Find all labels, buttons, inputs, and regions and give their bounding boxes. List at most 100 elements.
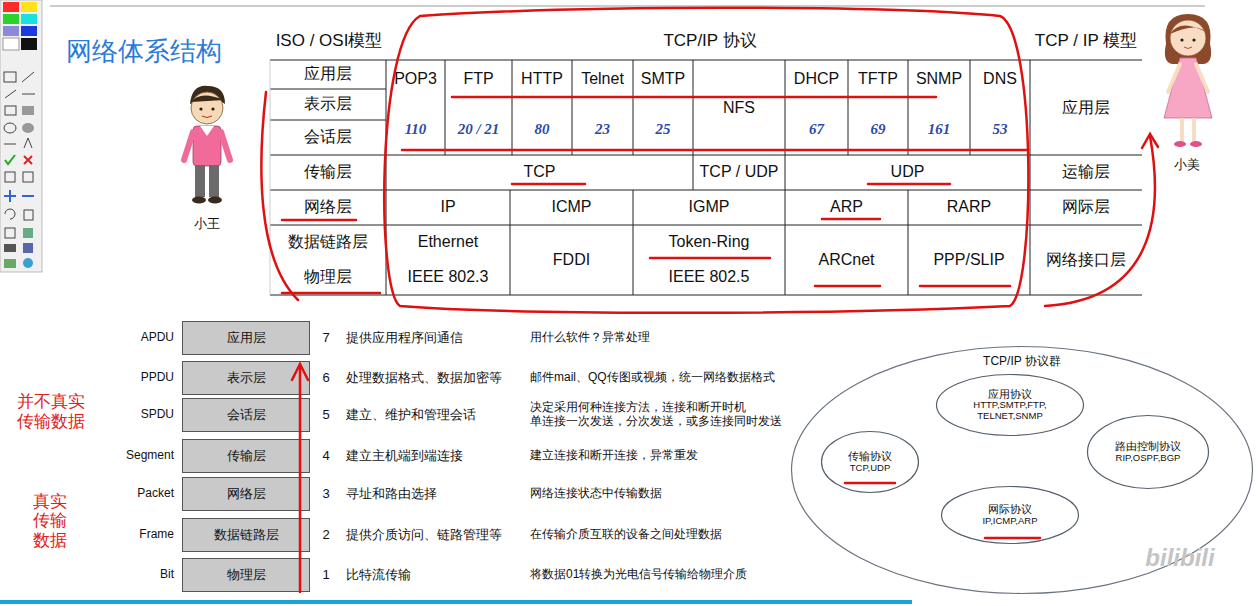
layer-function: 提供介质访问、链路管理等	[346, 523, 528, 547]
protocol-name: PPP/SLIP	[908, 225, 1030, 295]
pdu-name: Bit	[88, 563, 180, 587]
osi-layer: 会话层	[270, 120, 386, 155]
protocol-name: FTP	[445, 64, 512, 94]
protocol-name: Token-Ring	[633, 227, 785, 257]
layer-example: 网络连接状态中传输数据	[530, 476, 830, 512]
arrow-head	[1142, 134, 1158, 148]
layer-box: 表示层	[182, 361, 310, 395]
layer-number: 6	[314, 366, 338, 390]
node-body: HTTP,SMTP,FTP, TELNET,SNMP	[955, 400, 1065, 422]
underline	[920, 285, 1010, 288]
protocol-name: NFS	[693, 62, 785, 155]
ellipse-shape	[792, 347, 1253, 594]
underline	[985, 537, 1040, 540]
protocol-name: IP	[386, 190, 510, 225]
column-header: TCP/IP 协议	[600, 26, 820, 56]
protocol-name: Ethernet	[386, 227, 510, 257]
protocol-name: TCP	[386, 155, 693, 190]
layer-function: 处理数据格式、数据加密等	[346, 366, 528, 390]
layer-example: 用什么软件？异常处理	[530, 320, 830, 356]
node-body: IP,ICMP,ARP	[982, 516, 1037, 527]
ellipse-shape	[1088, 416, 1209, 489]
node-heading: 应用协议	[988, 388, 1032, 401]
protocol-name: RARP	[908, 190, 1030, 225]
layer-number: 5	[314, 403, 338, 427]
layer-example: 邮件mail、QQ传图或视频，统一网络数据格式	[530, 360, 830, 396]
protocol-name: SNMP	[908, 64, 970, 94]
pdu-name: PPDU	[88, 366, 180, 390]
protocol-group-ellipse: 路由控制协议RIP,OSPF,BGP	[1086, 414, 1210, 490]
column-header: TCP / IP 模型	[1030, 26, 1142, 56]
node-heading: 网际协议	[988, 503, 1032, 516]
protocol-name: TFTP	[848, 64, 908, 94]
node-heading: 数据链路层	[214, 528, 279, 543]
layer-function: 比特流传输	[346, 563, 528, 587]
underline	[650, 257, 770, 260]
tcpip-layer: 网际层	[1030, 190, 1142, 225]
watermark: bilibili	[1128, 538, 1232, 578]
pdu-name: Packet	[88, 482, 180, 506]
character-name: 小美	[1160, 153, 1214, 177]
layer-example: 建立连接和断开连接，异常重发	[530, 438, 830, 474]
pdu-name: SPDU	[88, 403, 180, 427]
layer-example: 将数据01转换为光电信号传输给物理介质	[530, 557, 830, 593]
toolbar	[0, 0, 42, 272]
ellipse-shape	[942, 487, 1079, 544]
osi-layer: 应用层	[270, 60, 386, 89]
port-number: 161	[908, 114, 970, 146]
layer-number: 7	[314, 326, 338, 350]
layer-number: 1	[314, 563, 338, 587]
layer-number: 4	[314, 444, 338, 468]
protocol-name: DHCP	[785, 64, 848, 94]
underline	[282, 219, 356, 222]
layer-number: 3	[314, 482, 338, 506]
boy-figure	[184, 86, 230, 204]
port-number: 25	[633, 114, 693, 146]
node-heading: 会话层	[227, 408, 266, 423]
protocol-name: ARP	[785, 190, 908, 225]
underline	[845, 482, 895, 485]
annotation: 真实 传输 数据	[28, 482, 72, 560]
ellipse-shape	[937, 375, 1084, 436]
pdu-name: Segment	[88, 444, 180, 468]
layer-example: 在传输介质互联的设备之间处理数据	[530, 517, 830, 553]
protocol-name: SMTP	[633, 64, 693, 94]
protocol-name: IEEE 802.3	[386, 262, 510, 292]
highlight-loop	[384, 8, 1028, 313]
annotation: 并不真实 传输数据	[10, 386, 92, 438]
character-name: 小王	[180, 212, 234, 236]
underline	[868, 183, 950, 186]
protocol-name: ICMP	[510, 190, 633, 225]
table-grid	[270, 60, 1142, 295]
node-heading: 传输协议	[848, 450, 892, 463]
layer-number: 2	[314, 523, 338, 547]
underline	[402, 149, 1028, 152]
port-number: 53	[970, 114, 1030, 146]
layer-function: 建立、维护和管理会话	[346, 403, 528, 427]
osi-layer: 物理层	[270, 260, 386, 295]
protocol-name: HTTP	[512, 64, 572, 94]
underline	[815, 285, 880, 288]
layer-box: 会话层	[182, 398, 310, 432]
pdu-name: Frame	[88, 523, 180, 547]
layer-example: 决定采用何种连接方法，连接和断开时机 单连接一次发送，分次发送，或多连接同时发送	[530, 397, 830, 433]
protocol-name: POP3	[386, 64, 445, 94]
protocol-group-ellipse: 网际协议IP,ICMP,ARP	[940, 485, 1080, 545]
tcpip-layer: 网络接口层	[1030, 225, 1142, 295]
port-number: 20 / 21	[445, 114, 512, 146]
layer-box: 网络层	[182, 477, 310, 511]
node-heading: 传输层	[227, 449, 266, 464]
port-number: 110	[386, 114, 445, 146]
node-heading: 网络层	[227, 487, 266, 502]
protocol-name: IEEE 802.5	[633, 262, 785, 292]
protocol-name: ARCnet	[785, 225, 908, 295]
protocol-name: DNS	[970, 64, 1030, 94]
port-number: 23	[572, 114, 633, 146]
node-body: TCP,UDP	[850, 463, 890, 474]
column-header: ISO / OSI模型	[270, 26, 388, 56]
protocol-name: TCP / UDP	[693, 155, 785, 190]
node-heading: 表示层	[227, 371, 266, 386]
arrow-head	[292, 364, 308, 380]
highlight-curve	[261, 92, 298, 300]
tcpip-layer: 应用层	[1030, 62, 1142, 155]
